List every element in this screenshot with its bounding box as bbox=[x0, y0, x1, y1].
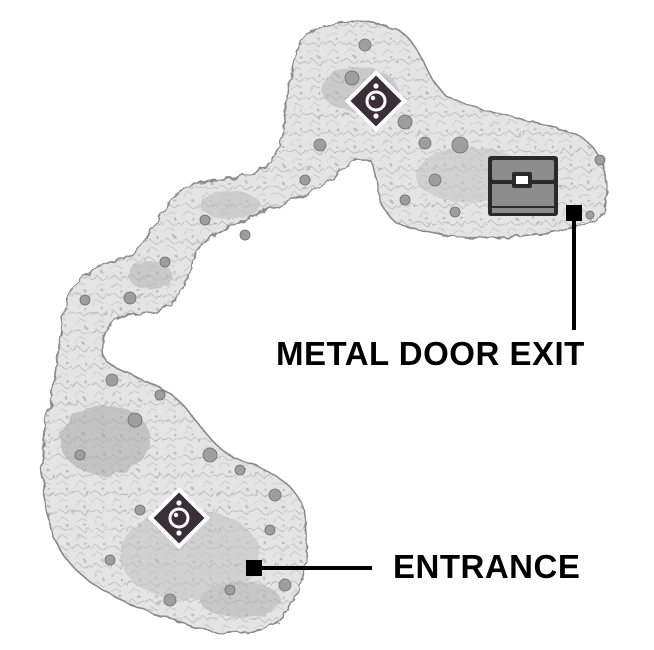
treasure-chest-icon[interactable] bbox=[488, 156, 558, 216]
metal-door-exit-label: METAL DOOR EXIT bbox=[276, 335, 585, 372]
entrance-label: ENTRANCE bbox=[393, 548, 581, 585]
shrine-lower-icon[interactable] bbox=[147, 486, 211, 550]
shrine-upper-icon[interactable] bbox=[344, 69, 408, 133]
entrance-marker bbox=[246, 560, 372, 576]
exit-marker bbox=[566, 205, 582, 330]
terrain-shading bbox=[60, 68, 525, 618]
boulders bbox=[74, 38, 606, 607]
